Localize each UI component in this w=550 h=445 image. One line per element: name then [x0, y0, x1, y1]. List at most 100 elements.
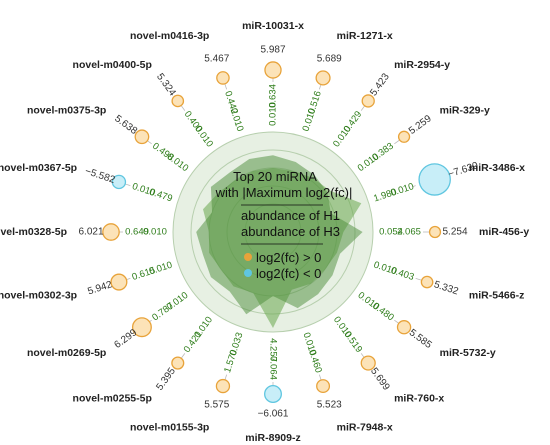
legend-up-dot [244, 253, 252, 261]
mirna-name-label: miR-8909-z [245, 432, 300, 444]
fold-change-bubble [264, 61, 282, 79]
h3-value-label: 0.383 [370, 141, 396, 164]
fold-change-label: 5.259 [407, 113, 434, 137]
h3-value-label: 0.429 [341, 109, 364, 135]
h3-value-label: 0.634 [268, 84, 279, 108]
fold-change-bubble [428, 225, 442, 239]
mirna-name-label: miR-7948-x [337, 422, 393, 434]
spoke-line [394, 139, 400, 145]
mirna-name-label: novel-m0269-5p [27, 347, 106, 359]
fold-change-label: 5.689 [317, 54, 342, 65]
h3-value-label: 2.065 [397, 227, 421, 238]
spoke-line [126, 277, 131, 281]
mirna-name-label: miR-3486-x [469, 162, 525, 174]
h3-area [196, 155, 363, 315]
h1-value-label: 0.010 [143, 227, 167, 238]
legend-down-label: log2(fc) < 0 [256, 266, 321, 281]
mirna-name-label: novel-m0400-5p [73, 59, 152, 71]
fold-change-bubble [131, 317, 152, 338]
spoke-line [415, 277, 422, 281]
legend-up-label: log2(fc) > 0 [256, 250, 321, 265]
spoke-line [180, 353, 186, 359]
mirna-name-labels: miR-10031-x miR-1271-x miR-2954-y miR-329-y… [0, 20, 529, 444]
mirna-name-label: novel-m0155-3p [130, 422, 209, 434]
h3-value-label: 0.010 [389, 181, 415, 199]
fold-change-bubble [264, 385, 282, 403]
fold-change-label: 5.423 [368, 71, 392, 98]
mirna-name-label: miR-760-x [394, 392, 444, 404]
spoke-line [147, 140, 152, 145]
h3-value-label: 1.570 [222, 348, 240, 374]
mirna-name-label: miR-329-y [440, 105, 490, 117]
legend-h1-label: abundance of H1 [241, 208, 340, 223]
fold-change-bubble [420, 275, 434, 289]
mirna-name-label: miR-2954-y [394, 59, 450, 71]
chart-title-line-1: Top 20 miRNA [233, 169, 317, 184]
fold-change-bubble [111, 174, 127, 190]
fold-change-bubble [171, 356, 185, 370]
h3-value-label: 0.519 [341, 329, 364, 355]
fold-change-label: 5.395 [154, 366, 178, 393]
fold-change-bubble [360, 355, 376, 371]
mirna-name-label: miR-5732-y [440, 347, 496, 359]
mirna-name-label: novel-m0416-3p [130, 30, 209, 42]
spoke-line [360, 353, 365, 358]
fold-change-bubble [396, 320, 412, 335]
h1-value-label: 0.010 [268, 102, 279, 126]
mirna-name-label: novel-m0255-5p [73, 392, 152, 404]
fold-change-bubble [134, 129, 150, 145]
fold-change-label: 5.987 [260, 45, 285, 56]
fold-change-label: 6.021 [78, 227, 103, 238]
h3-value-label: 0.442 [222, 90, 240, 116]
fold-change-label: 5.254 [442, 227, 467, 238]
spoke-line [360, 105, 366, 111]
fold-change-label: 5.332 [432, 279, 460, 297]
h3-value-label: 0.615 [131, 265, 157, 283]
fold-change-bubble [216, 71, 230, 85]
legend-h3-label: abundance of H3 [241, 224, 340, 239]
spoke-line [224, 374, 228, 381]
spoke-lines [119, 78, 430, 386]
fold-change-label: 5.324 [154, 72, 178, 99]
spoke-line [224, 83, 228, 90]
h1-value-label: 0.054 [379, 227, 403, 238]
spoke-line [412, 185, 416, 188]
mirna-name-label: miR-1271-x [337, 30, 393, 42]
h3-value-label: 0.516 [306, 90, 324, 116]
mirna-name-label: miR-10031-x [242, 20, 304, 32]
legend-down-dot [244, 269, 252, 277]
mirna-name-label: novel-m0367-5p [0, 162, 77, 174]
fold-change-bubble [361, 94, 375, 108]
fold-change-label: 5.585 [407, 327, 434, 351]
mirna-name-label: miR-456-y [479, 226, 529, 238]
fold-change-label: 5.467 [204, 54, 229, 65]
fold-change-bubbles [102, 61, 451, 403]
fold-change-bubble [316, 379, 331, 394]
center-legend: Top 20 miRNA with |Maximum log2(fc)| abu… [215, 169, 353, 281]
h3-value-label: 0.480 [370, 301, 396, 324]
h3-value-label: 0.403 [389, 265, 415, 283]
spoke-line [318, 374, 322, 381]
fold-change-label: −5.582 [83, 166, 116, 186]
mirna-name-label: novel-m0328-5p [0, 226, 67, 238]
spoke-line [125, 183, 131, 187]
spoke-line [318, 84, 322, 90]
fold-change-label: −6.061 [258, 409, 289, 420]
fold-change-label: 5.575 [204, 400, 229, 411]
spoke-line [394, 319, 399, 324]
fold-change-bubble [418, 163, 451, 196]
fold-change-bubble [110, 273, 128, 291]
fold-change-bubble [102, 223, 120, 241]
h3-value-label: 0.064 [267, 356, 278, 380]
h3-value-label: 0.010 [131, 181, 157, 199]
fold-change-label: 5.699 [368, 366, 392, 393]
mirna-name-label: novel-m0302-3p [0, 289, 77, 301]
mirna-name-label: miR-5466-z [469, 289, 524, 301]
h3-value-label: 0.649 [125, 227, 149, 238]
h1-value-label: 4.257 [267, 338, 278, 362]
fold-change-label: 5.523 [317, 400, 342, 411]
fold-change-bubble [215, 378, 231, 394]
spoke-line [180, 105, 186, 111]
mirna-name-label: novel-m0375-3p [27, 105, 106, 117]
